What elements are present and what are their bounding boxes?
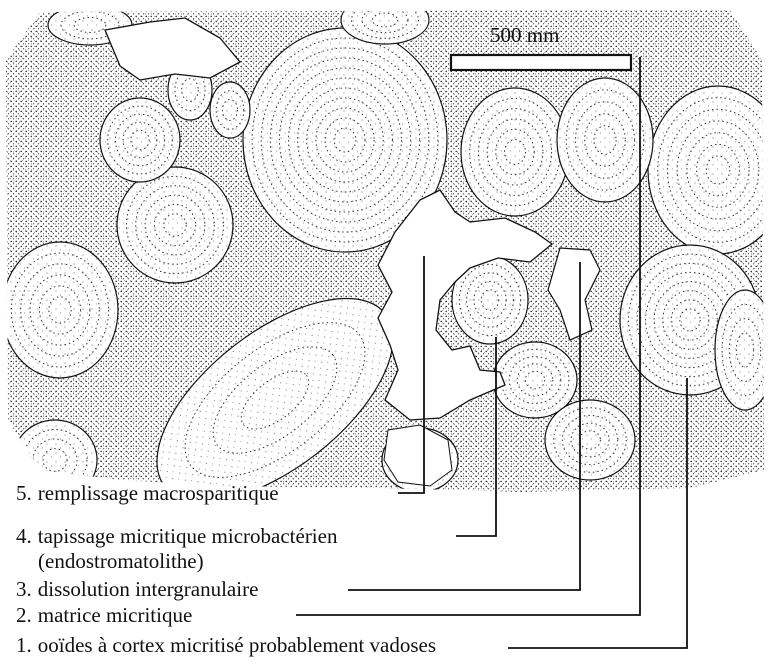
thin-section-image (0, 0, 768, 540)
ooid (461, 88, 569, 216)
legend-item-5: 5.remplissage macrosparitique (16, 481, 279, 505)
scale-bar-label: 500 mm (490, 23, 559, 47)
legend-item-2-text: matrice micritique (38, 603, 193, 627)
legend-item-3-text: dissolution intergranulaire (38, 577, 259, 601)
ooid (117, 167, 233, 283)
ooid (2, 242, 118, 378)
legend-item-1-number: 1. (16, 633, 32, 657)
legend-item-3: 3.dissolution intergranulaire (16, 577, 258, 601)
legend-item-1-text: ooïdes à cortex micritisé probablement v… (38, 633, 436, 657)
legend-item-1: 1.ooïdes à cortex micritisé probablement… (16, 633, 436, 657)
ooid (210, 82, 250, 138)
ooid (715, 290, 768, 410)
legend-item-2: 2.matrice micritique (16, 603, 192, 627)
ooid (100, 98, 180, 182)
legend-item-4-number: 4. (16, 524, 32, 548)
legend-item-5-text: remplissage macrosparitique (38, 481, 279, 505)
legend-item-5-number: 5. (16, 481, 32, 505)
legend-item-4: 4.tapissage micritique microbactérien (16, 524, 338, 548)
legend: 5.remplissage macrosparitique 4.tapissag… (16, 481, 436, 657)
ooid (557, 78, 653, 202)
ooid (341, 0, 429, 44)
legend-item-4-text: tapissage micritique microbactérien (38, 524, 338, 548)
legend-item-4-continuation: (endostromatolithe) (38, 549, 204, 573)
legend-item-2-number: 2. (16, 603, 32, 627)
legend-item-3-number: 3. (16, 577, 32, 601)
